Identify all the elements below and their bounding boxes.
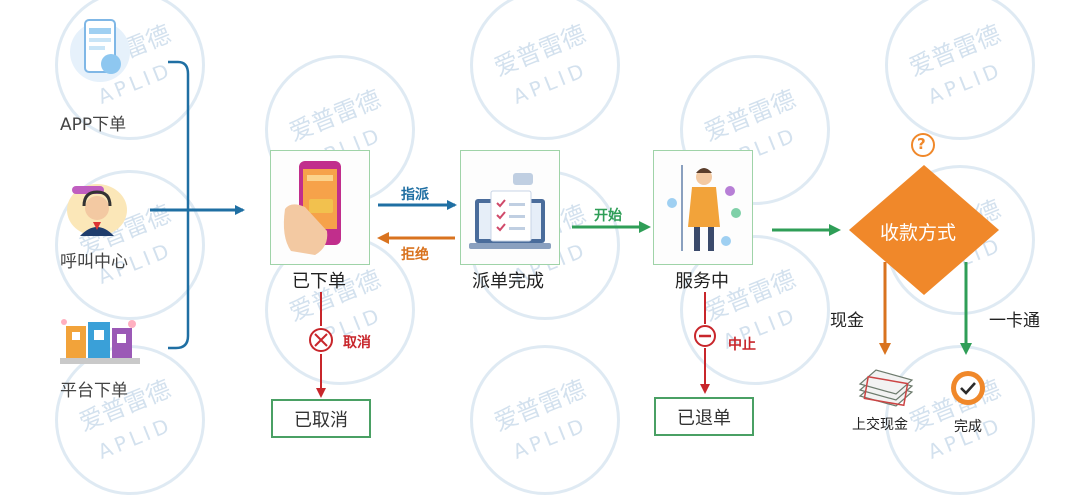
platform-order-icon <box>60 319 140 364</box>
node-dispatched-label: 派单完成 <box>472 271 544 292</box>
phone-payment-icon <box>283 161 341 255</box>
refunded-box: 已退单 <box>654 397 754 436</box>
app-order-icon <box>70 19 130 82</box>
source-bracket <box>168 60 190 350</box>
complete-label: 完成 <box>954 419 982 435</box>
call-center-icon <box>67 184 127 236</box>
dispatched-image-frame <box>460 150 560 265</box>
reject-label: 拒绝 <box>401 247 429 263</box>
source-platform-label: 平台下单 <box>60 381 128 401</box>
assign-label: 指派 <box>401 187 429 203</box>
card-label: 一卡通 <box>989 311 1040 331</box>
connector-layer <box>150 60 999 398</box>
source-app-label: APP下单 <box>60 115 127 135</box>
cash-stack-icon <box>858 369 914 407</box>
cancel-label: 取消 <box>343 335 371 351</box>
ordered-image-frame <box>270 150 370 265</box>
question-icon <box>911 133 935 157</box>
question-mark: ? <box>917 135 926 153</box>
laptop-checklist-icon <box>469 173 551 249</box>
cancelled-box: 已取消 <box>271 399 371 438</box>
node-ordered-label: 已下单 <box>292 271 346 292</box>
abort-label: 中止 <box>728 337 756 353</box>
complete-check-icon <box>951 371 985 405</box>
cleaner-icon <box>667 165 741 251</box>
cash-label: 现金 <box>830 311 864 331</box>
node-in-service-label: 服务中 <box>675 271 729 292</box>
source-call-center-label: 呼叫中心 <box>60 252 128 272</box>
in-service-image-frame <box>653 150 753 265</box>
hand-in-cash-label: 上交现金 <box>852 417 908 433</box>
start-label: 开始 <box>594 208 622 224</box>
payment-method-label: 收款方式 <box>880 222 957 244</box>
